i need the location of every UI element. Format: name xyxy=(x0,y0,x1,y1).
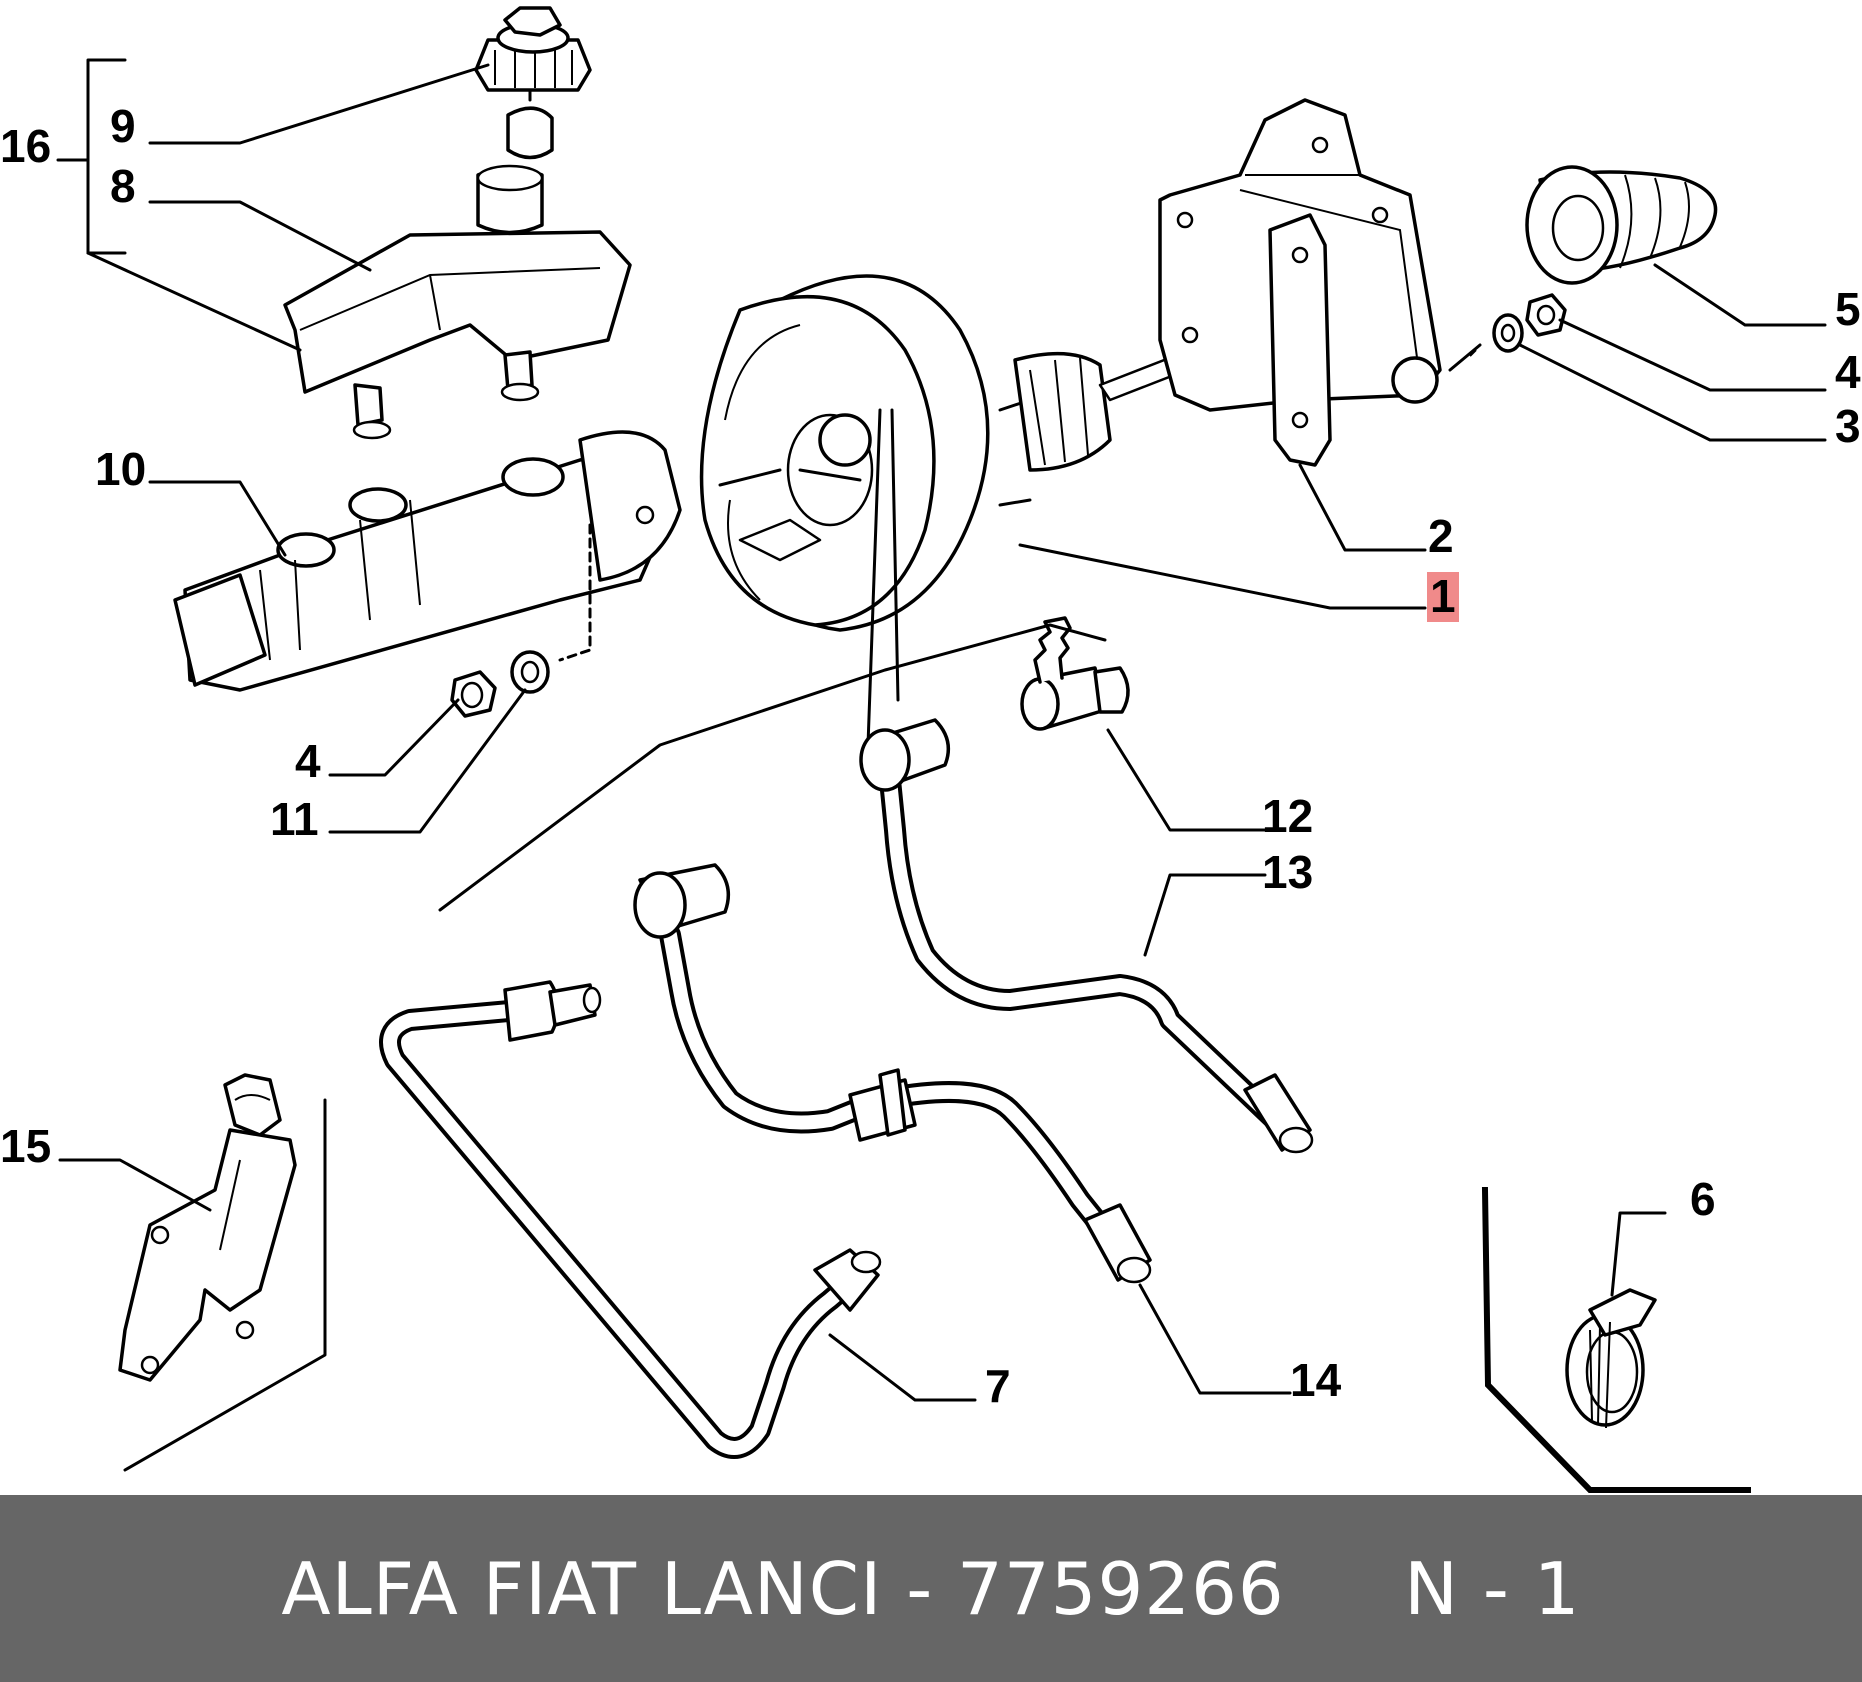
callout-1: 1 xyxy=(1430,570,1456,622)
booster-mounting-bracket xyxy=(1158,98,1482,467)
callout-8: 8 xyxy=(110,160,136,212)
callout-12: 12 xyxy=(1262,790,1313,842)
callout-11: 11 xyxy=(270,793,319,845)
group-16-bracket xyxy=(56,58,127,255)
washer-nut-boot-right xyxy=(1492,165,1718,353)
callout-16: 16 xyxy=(0,120,51,172)
master-cylinder xyxy=(173,430,682,692)
callout-1-highlight xyxy=(1427,572,1459,622)
callout-5: 5 xyxy=(1835,283,1861,335)
pipe-fitting xyxy=(1020,616,1130,731)
section-divider xyxy=(438,623,1107,912)
brake-booster xyxy=(699,274,1223,747)
hose-clamp xyxy=(1481,1186,1751,1493)
part-number-caption: ALFA FIAT LANCI - 7759266 N - 1 xyxy=(281,1546,1581,1631)
callout-7: 7 xyxy=(985,1360,1011,1412)
callout-3: 3 xyxy=(1835,400,1861,452)
callout-9: 9 xyxy=(110,100,136,152)
callout-4-left: 4 xyxy=(295,735,321,787)
callout-13: 13 xyxy=(1262,846,1313,898)
leader-lines xyxy=(58,63,1827,1402)
nut-and-washer-left xyxy=(450,650,550,718)
brake-pipe-13 xyxy=(859,718,1314,1154)
callout-14: 14 xyxy=(1290,1354,1342,1406)
footer-bar: ALFA FIAT LANCI - 7759266 N - 1 xyxy=(0,1495,1862,1682)
callout-6: 6 xyxy=(1690,1173,1716,1225)
callout-10: 10 xyxy=(95,443,146,495)
callout-labels: 16 9 8 10 4 11 15 7 14 13 12 1 2 3 4 5 6 xyxy=(0,100,1861,1412)
callout-15: 15 xyxy=(0,1120,51,1172)
callout-4-right: 4 xyxy=(1835,346,1861,398)
brake-fluid-reservoir xyxy=(283,164,632,440)
parts-diagram: 16 9 8 10 4 11 15 7 14 13 12 1 2 3 4 5 6 xyxy=(0,6,1861,1493)
brake-pipe-14 xyxy=(633,863,1152,1284)
brake-pipe-7 xyxy=(379,980,882,1459)
reservoir-cap xyxy=(474,6,592,160)
callout-2: 2 xyxy=(1428,510,1454,562)
pipe-clip-bracket xyxy=(118,1073,327,1472)
